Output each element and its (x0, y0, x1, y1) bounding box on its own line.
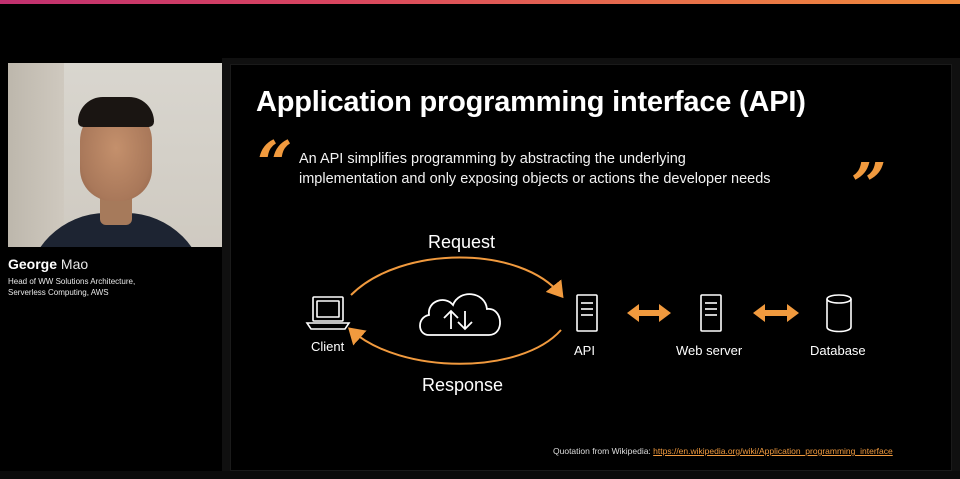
footnote: Quotation from Wikipedia: https://en.wik… (553, 445, 893, 457)
database-icon (826, 294, 852, 333)
web-server-label: Web server (676, 343, 743, 358)
bottom-edge (0, 471, 960, 479)
diagram-graphics (305, 256, 852, 365)
slide-title: Application programming interface (API) (256, 86, 806, 118)
request-arc (350, 256, 564, 299)
speaker-hair (78, 97, 154, 127)
quote-line2: implementation and only exposing objects… (299, 171, 771, 187)
speaker-name: George Mao (8, 256, 88, 272)
slide: Application programming interface (API) … (230, 64, 952, 471)
quote-line1: An API simplifies programming by abstrac… (299, 151, 686, 167)
api-diagram: Request Response Client API Web server D… (231, 225, 953, 425)
server-icon (576, 294, 598, 332)
speaker-first-name: George (8, 256, 58, 272)
top-accent-strip (0, 0, 960, 4)
video-background (8, 63, 64, 247)
response-arc (348, 327, 562, 365)
double-arrow-icon (627, 304, 671, 322)
laptop-icon (305, 296, 351, 330)
database-label: Database (810, 343, 866, 358)
api-label: API (574, 343, 595, 358)
wikipedia-link[interactable]: https://en.wikipedia.org/wiki/Applicatio… (653, 446, 893, 456)
client-label: Client (311, 339, 345, 354)
web-server-icon (700, 294, 722, 332)
double-arrow-icon (753, 304, 799, 322)
close-quote-mark: ” (851, 149, 887, 222)
open-quote-mark: “ (257, 127, 293, 200)
speaker-title-line2: Serverless Computing, AWS (8, 288, 109, 297)
cloud-upload-download-icon (419, 293, 501, 336)
speaker-title: Head of WW Solutions Architecture, Serve… (8, 276, 218, 298)
response-label: Response (422, 375, 504, 395)
quote-text: An API simplifies programming by abstrac… (299, 149, 859, 189)
footnote-prefix: Quotation from Wikipedia: (553, 446, 651, 456)
speaker-last-name: Mao (60, 256, 89, 272)
speaker-title-line1: Head of WW Solutions Architecture, (8, 277, 136, 286)
request-label: Request (428, 232, 496, 252)
speaker-video (8, 63, 223, 247)
